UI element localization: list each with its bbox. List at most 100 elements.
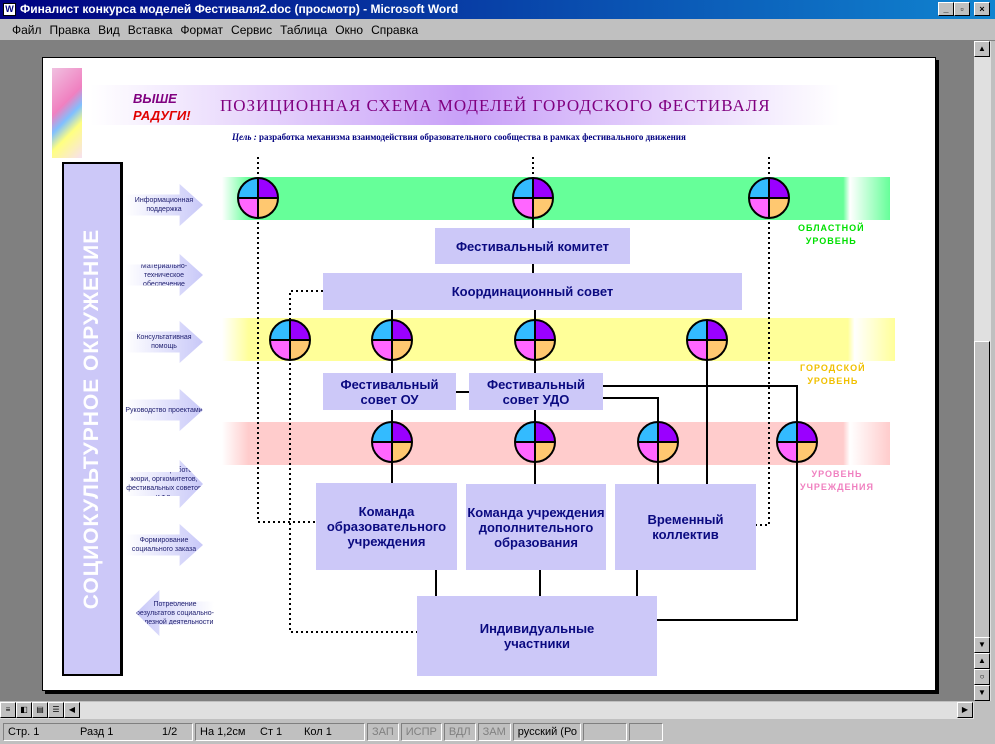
box-label: Команда образовательного учреждения xyxy=(326,504,447,549)
level-city-label: ГОРОДСКОЙ УРОВЕНЬ xyxy=(800,362,866,388)
arrow-label: Материально-техническое обеспечение xyxy=(140,262,188,288)
status-bar: Стр. 1 Разд 1 1/2 На 1,2см Ст 1 Кол 1 ЗАП ИС… xyxy=(0,720,995,744)
status-page-section: Стр. 1 Разд 1 1/2 xyxy=(3,723,193,741)
menu-file[interactable]: Файл xyxy=(12,22,42,37)
level-text: УРОВЕНЬ xyxy=(805,236,857,246)
outline-view-button[interactable]: ☰ xyxy=(48,702,64,718)
menu-window[interactable]: Окно xyxy=(335,22,364,37)
level-text: УЧРЕЖДЕНИЯ xyxy=(800,482,874,492)
page-title: ПОЗИЦИОННАЯ СХЕМА МОДЕЛЕЙ ГОРОДСКОГО ФЕС… xyxy=(220,96,771,115)
status-pages: 1/2 xyxy=(162,726,178,738)
page-view-button[interactable]: ▤ xyxy=(32,702,48,718)
box-coordination-council: Координационный совет xyxy=(323,273,742,310)
logo-line-1: ВЫШЕ xyxy=(133,91,177,106)
box-label: Фестивальный совет УДО xyxy=(487,376,585,407)
box-individual-participants: Индивидуальные участники xyxy=(417,596,657,676)
web-view-button[interactable]: ◧ xyxy=(16,702,32,718)
goal-text: разработка механизма взаимодействия обра… xyxy=(259,132,686,142)
level-text: ОБЛАСТНОЙ xyxy=(798,223,865,233)
quartered-circle-icon xyxy=(776,421,818,463)
goal-label: Цель : xyxy=(232,132,257,142)
box-council-ou: Фестивальный совет ОУ xyxy=(323,373,456,410)
menu-bar: Файл Правка Вид Вставка Формат Сервис Та… xyxy=(0,19,995,41)
level-institution-label: УРОВЕНЬ УЧРЕЖДЕНИЯ xyxy=(800,468,874,494)
menu-help[interactable]: Справка xyxy=(371,22,419,37)
status-rec[interactable]: ЗАП xyxy=(367,723,399,741)
level-text: ГОРОДСКОЙ xyxy=(800,363,866,373)
quartered-circle-icon xyxy=(512,177,554,219)
status-col: Кол 1 xyxy=(304,726,332,738)
quartered-circle-icon xyxy=(237,177,279,219)
minimize-button[interactable]: _ xyxy=(938,2,954,16)
box-label: Временный коллектив xyxy=(647,512,724,542)
band-city xyxy=(222,318,895,361)
level-regional-label: ОБЛАСТНОЙ УРОВЕНЬ xyxy=(798,222,865,248)
prev-page-button[interactable]: ▲ xyxy=(974,653,990,669)
box-label: Команда учреждения дополнительного образ… xyxy=(467,504,605,550)
menu-edit[interactable]: Правка xyxy=(49,22,91,37)
box-label: Фестивальный совет ОУ xyxy=(340,376,439,407)
menu-view[interactable]: Вид xyxy=(98,22,120,37)
quartered-circle-icon xyxy=(371,319,413,361)
next-page-button[interactable]: ▼ xyxy=(974,685,990,701)
status-at: На 1,2см xyxy=(200,726,246,738)
box-festival-committee: Фестивальный комитет xyxy=(435,228,630,264)
box-label: Индивидуальные участники xyxy=(479,621,595,651)
menu-tools[interactable]: Сервис xyxy=(231,22,273,37)
goal-line: Цель : разработка механизма взаимодейств… xyxy=(232,132,686,142)
side-label-box: СОЦИОКУЛЬТУРНОЕ ОКРУЖЕНИЕ xyxy=(62,162,123,676)
quartered-circle-icon xyxy=(748,177,790,219)
level-text: УРОВЕНЬ xyxy=(811,469,863,479)
box-team-ou: Команда образовательного учреждения xyxy=(316,483,457,570)
word-app-icon[interactable]: W xyxy=(3,3,16,16)
menu-insert[interactable]: Вставка xyxy=(127,22,173,37)
status-position: На 1,2см Ст 1 Кол 1 xyxy=(195,723,365,741)
logo-line-2: РАДУГИ! xyxy=(133,108,191,123)
status-extend[interactable]: ВДЛ xyxy=(443,723,476,741)
logo-text: ВЫШЕ РАДУГИ! xyxy=(133,90,191,124)
box-label: Фестивальный комитет xyxy=(455,238,610,254)
horizontal-scrollbar[interactable]: ≡ ◧ ▤ ☰ ◀ ▶ xyxy=(0,702,974,719)
normal-view-button[interactable]: ≡ xyxy=(0,702,16,718)
box-team-udo: Команда учреждения дополнительного образ… xyxy=(466,484,606,570)
quartered-circle-icon xyxy=(686,319,728,361)
scroll-right-button[interactable]: ▶ xyxy=(957,702,973,718)
arrow-label: Потребление результатов социально-полезн… xyxy=(136,600,214,626)
scroll-left-button[interactable]: ◀ xyxy=(64,702,80,718)
status-extra xyxy=(628,723,663,741)
status-line: Ст 1 xyxy=(260,726,283,738)
scroll-down-button[interactable]: ▼ xyxy=(974,637,990,653)
status-language: русский (Ро xyxy=(512,723,581,741)
box-label: Координационный совет xyxy=(451,284,614,299)
title-banner xyxy=(90,85,840,125)
box-temporary-team: Временный коллектив xyxy=(615,484,756,570)
select-browse-object-button[interactable]: ○ xyxy=(974,669,990,685)
status-overwrite[interactable]: ЗАМ xyxy=(477,723,511,741)
level-text: УРОВЕНЬ xyxy=(807,376,859,386)
close-button[interactable]: × xyxy=(974,2,990,16)
status-section: Разд 1 xyxy=(80,726,114,738)
logo-image xyxy=(52,68,82,158)
quartered-circle-icon xyxy=(514,421,556,463)
scroll-up-button[interactable]: ▲ xyxy=(974,41,990,57)
menu-table[interactable]: Таблица xyxy=(280,22,328,37)
maximize-button[interactable]: ▫ xyxy=(954,2,970,16)
status-page: Стр. 1 xyxy=(8,726,40,738)
menu-format[interactable]: Формат xyxy=(180,22,224,37)
box-council-udo: Фестивальный совет УДО xyxy=(469,373,603,410)
arrow-label: Информационная поддержка xyxy=(134,197,194,213)
title-bar: W Финалист конкурса моделей Фестиваля2.d… xyxy=(0,0,995,19)
quartered-circle-icon xyxy=(269,319,311,361)
quartered-circle-icon xyxy=(371,421,413,463)
vertical-scrollbar[interactable]: ▲ ▼ ▲ ○ ▼ xyxy=(974,41,991,701)
arrow-label: Консультативная помощь xyxy=(136,334,192,350)
arrow-label: Формирование социального заказа xyxy=(131,537,197,553)
arrow-label: Руководство проектами xyxy=(125,406,203,414)
status-track[interactable]: ИСПР xyxy=(400,723,442,741)
quartered-circle-icon xyxy=(514,319,556,361)
quartered-circle-icon xyxy=(637,421,679,463)
scroll-thumb[interactable] xyxy=(974,341,990,641)
status-spelling xyxy=(582,723,627,741)
window-title: Финалист конкурса моделей Фестиваля2.doc… xyxy=(20,2,459,16)
